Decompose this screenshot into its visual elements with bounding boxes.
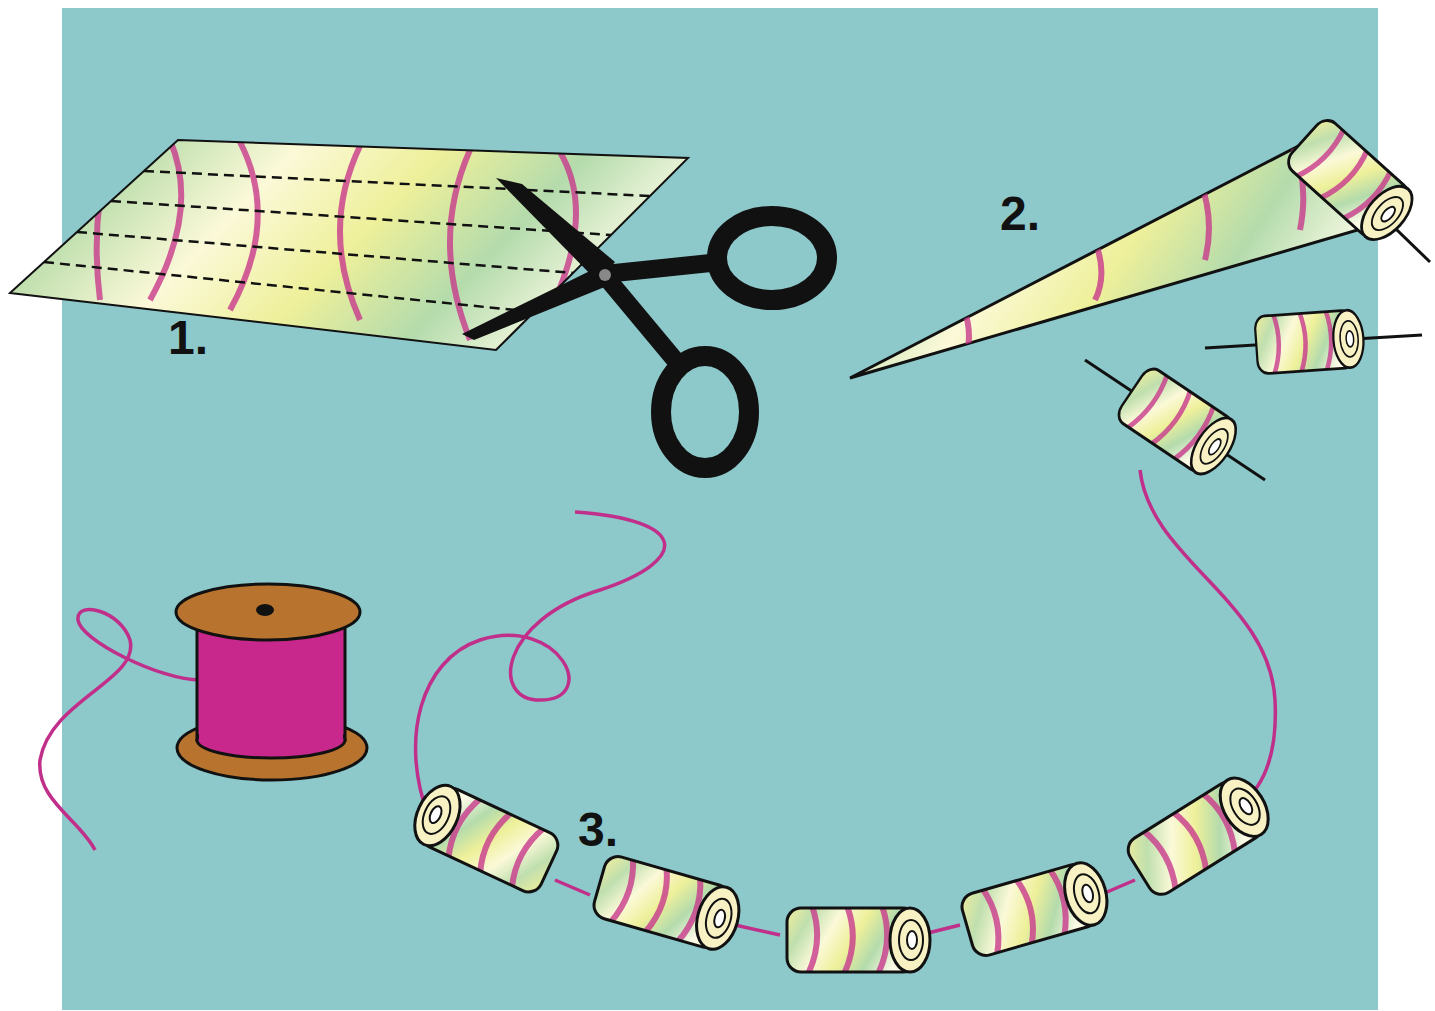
step-number: 3. <box>578 806 618 854</box>
sheet-stripes <box>97 150 110 300</box>
sheet-stripes <box>450 150 470 340</box>
paper-bead <box>1113 363 1246 483</box>
scissor-blade <box>496 178 615 282</box>
thread <box>416 512 665 815</box>
paper-bead <box>405 776 563 898</box>
paper-bead <box>1122 768 1279 901</box>
scissors <box>462 178 827 468</box>
paper-bead <box>590 851 746 956</box>
sheet-fill <box>10 140 688 350</box>
cutting-lines <box>144 171 650 196</box>
scissor-handle <box>717 216 827 300</box>
paper-bead <box>1254 307 1365 376</box>
step-number: 1. <box>168 314 208 362</box>
strip-stripes <box>960 140 1303 360</box>
scissor-pivot <box>599 269 611 281</box>
paper-bead <box>787 906 930 974</box>
strip-stripes <box>1090 230 1101 300</box>
cutting-lines <box>44 262 534 312</box>
scissor-arm <box>605 262 720 274</box>
thread <box>1140 470 1275 805</box>
step-number: 2. <box>1000 190 1040 238</box>
spool-hole <box>256 604 274 616</box>
spool-flange <box>176 584 360 640</box>
cutting-lines <box>77 232 573 273</box>
sheet-stripes <box>230 142 258 310</box>
thread <box>40 610 200 850</box>
thread-spool <box>176 584 367 780</box>
strip-stripes <box>960 300 969 360</box>
scissor-handle <box>661 356 749 468</box>
sheet-stripes <box>97 140 576 340</box>
paper-sheet <box>10 140 688 350</box>
scissor-blade <box>462 266 612 340</box>
scissor-arm <box>605 276 675 360</box>
paper-bead <box>958 856 1114 961</box>
rolled-bead <box>1282 114 1423 251</box>
sheet-outline <box>10 140 688 350</box>
strip-stripes <box>1200 180 1209 260</box>
